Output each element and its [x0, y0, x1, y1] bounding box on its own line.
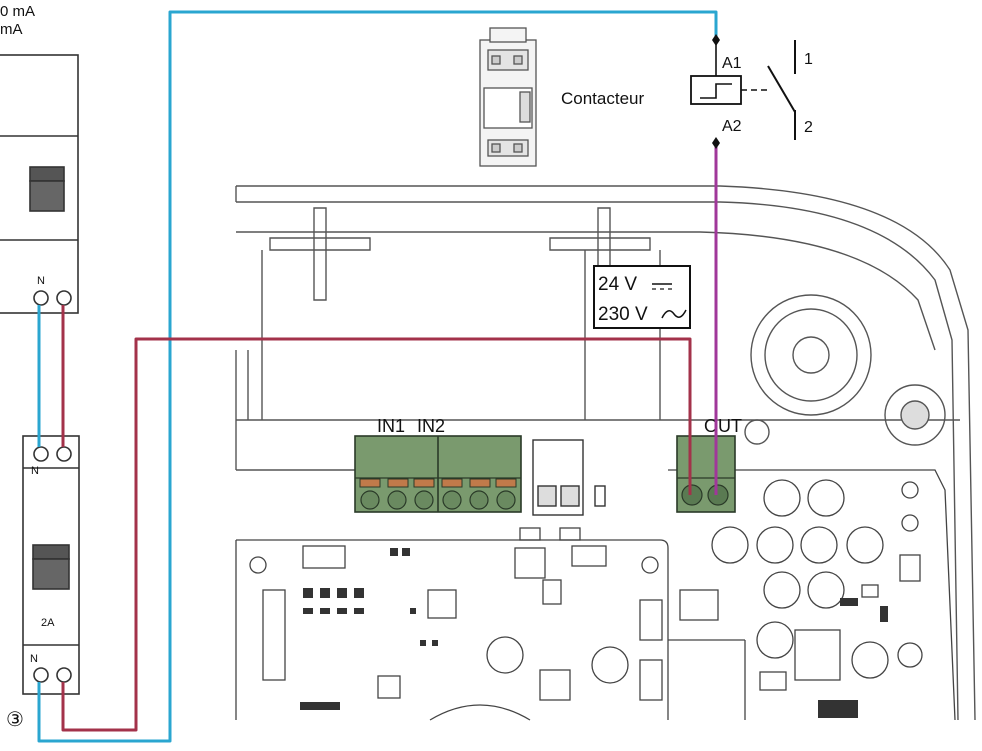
voltage-ac-label: 230 V — [598, 304, 648, 325]
voltage-dc-label: 24 V — [598, 274, 637, 295]
voltage-box — [593, 265, 691, 329]
lower-breaker-n-top-label: N — [31, 465, 39, 477]
pcb-small-parts — [300, 548, 888, 718]
terminal-block-middle — [532, 439, 606, 516]
terminal-block-out — [676, 435, 736, 513]
caption-line-2: mA — [0, 21, 23, 38]
marker-number: ③ — [6, 709, 24, 731]
terminal-block-in — [354, 435, 522, 513]
neutral-wire-to-contactor — [37, 10, 718, 743]
phase-wire-to-out — [61, 337, 692, 732]
contactor-module-icon — [479, 27, 537, 167]
out-label: OUT — [704, 416, 742, 436]
in1-label: IN1 — [377, 416, 405, 436]
lower-breaker-rating: 2A — [41, 617, 55, 629]
caption-line-1: 0 mA — [0, 3, 35, 20]
contactor-a1-label: A1 — [722, 55, 742, 72]
upper-breaker — [0, 54, 79, 314]
charger-housing — [235, 185, 976, 721]
contactor-symbol — [690, 40, 796, 140]
wire-junction-dots — [712, 34, 720, 149]
contactor-label: Contacteur — [561, 89, 644, 108]
in2-label: IN2 — [417, 416, 445, 436]
contactor-a2-label: A2 — [722, 118, 742, 135]
contact-1-label: 1 — [804, 51, 813, 68]
wires — [37, 10, 718, 743]
contact-2-label: 2 — [804, 119, 813, 136]
top-left-caption: 0 mA mA — [0, 3, 35, 38]
upper-breaker-n-label: N — [37, 275, 45, 287]
pcb — [235, 469, 956, 721]
lower-breaker-n-bottom-label: N — [30, 653, 38, 665]
lower-breaker — [22, 435, 80, 695]
